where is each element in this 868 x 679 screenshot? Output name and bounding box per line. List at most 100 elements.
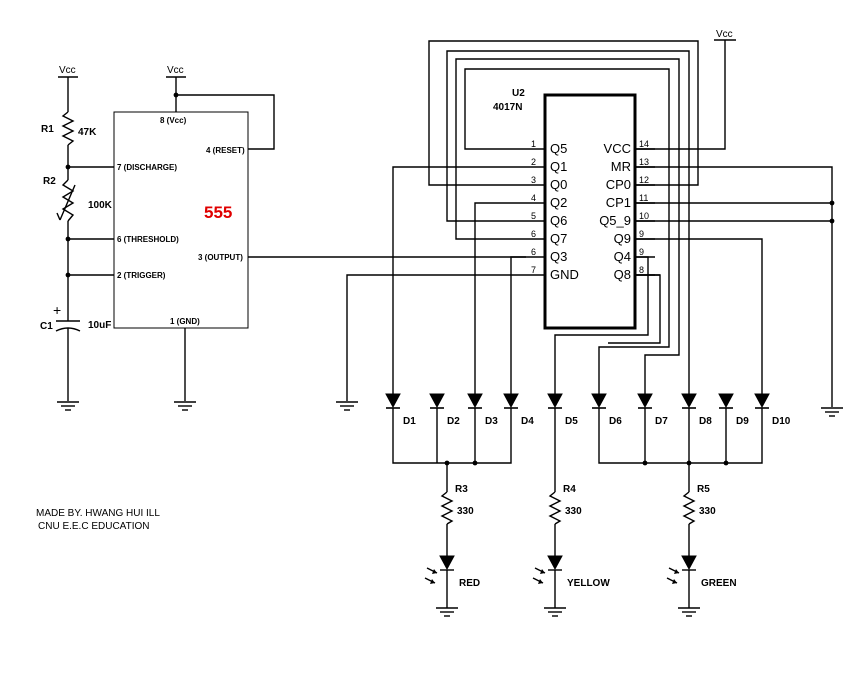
light-arrows-icon (424, 567, 438, 585)
counter-left-pin-num: 6 (531, 247, 536, 257)
counter-right-pin-num: 10 (639, 211, 649, 221)
led-green (681, 555, 697, 571)
r2-value: 100K (88, 200, 113, 211)
resistor-value: 330 (457, 506, 474, 517)
diode-label: D4 (521, 416, 534, 427)
counter-right-pin-name: CP0 (606, 177, 631, 192)
led-red (439, 555, 455, 571)
diode-label: D8 (699, 416, 712, 427)
counter-left-pin-num: 6 (531, 229, 536, 239)
diode-7 (637, 393, 653, 409)
counter-left-pin-num: 7 (531, 265, 536, 275)
counter-ref: U2 (512, 88, 525, 99)
counter-left-pin-name: Q5 (550, 141, 567, 156)
counter-left-pin-name: Q6 (550, 213, 567, 228)
diode-label: D5 (565, 416, 578, 427)
diode-10 (754, 393, 770, 409)
counter-right-pin-name: Q5_9 (599, 213, 631, 228)
counter-right-pin-name: Q4 (614, 249, 631, 264)
light-arrows-icon (532, 567, 546, 585)
led-yellow (547, 555, 563, 571)
ground-symbol (435, 607, 459, 617)
diode-2 (429, 393, 445, 409)
counter-right-pin-name: CP1 (606, 195, 631, 210)
counter-right-pin-num: 13 (639, 157, 649, 167)
counter-left-pin-name: Q7 (550, 231, 567, 246)
vcc-label-1: Vcc (59, 65, 76, 76)
counter-4017-chip (543, 93, 637, 330)
timer-name: 555 (204, 203, 232, 222)
r1-resistor (61, 111, 75, 146)
counter-right-pin-num: 14 (639, 139, 649, 149)
c1-value: 10uF (88, 320, 111, 331)
timer-pin-gnd: 1 (GND) (170, 317, 200, 326)
r1-value: 47K (78, 127, 97, 138)
counter-left-pin-name: Q3 (550, 249, 567, 264)
diode-4 (503, 393, 519, 409)
diode-8 (681, 393, 697, 409)
counter-right-pin-num: 12 (639, 175, 649, 185)
counter-right-pin-num: 8 (639, 265, 644, 275)
resistor (682, 491, 696, 525)
counter-left-pin-num: 5 (531, 211, 536, 221)
credit-line-1: MADE BY. HWANG HUI ILL (36, 508, 160, 519)
ground-symbol (543, 607, 567, 617)
timer-pin-trigger: 2 (TRIGGER) (117, 271, 166, 280)
diode-label: D2 (447, 416, 460, 427)
timer-pin-threshold: 6 (THRESHOLD) (117, 235, 179, 244)
counter-left-pin-num: 3 (531, 175, 536, 185)
diode-5 (547, 393, 563, 409)
timer-section: Vcc R1 47K R2 100K + C1 10uF Vcc (40, 65, 526, 411)
counter-right-pin-name: Q8 (614, 267, 631, 282)
resistor-ref: R5 (697, 484, 710, 495)
diode-label: D7 (655, 416, 668, 427)
diode-1 (385, 393, 401, 409)
c1-ref: C1 (40, 321, 53, 332)
resistor-value: 330 (699, 506, 716, 517)
led-label: RED (459, 578, 480, 589)
counter-left-pin-name: Q0 (550, 177, 567, 192)
vcc-label-2: Vcc (167, 65, 184, 76)
vcc-label-3: Vcc (716, 29, 733, 40)
timer-pin-reset: 4 (RESET) (206, 146, 245, 155)
resistor-ref: R4 (563, 484, 576, 495)
counter-part: 4017N (493, 102, 522, 113)
c1-polarity: + (53, 302, 61, 318)
counter-left-pin-num: 1 (531, 139, 536, 149)
counter-right-pin-name: VCC (604, 141, 631, 156)
diode-3 (467, 393, 483, 409)
timer-pin-discharge: 7 (DISCHARGE) (117, 163, 177, 172)
diode-label: D3 (485, 416, 498, 427)
timer-pin-output: 3 (OUTPUT) (198, 253, 243, 262)
counter-right-pin-num: 9 (639, 229, 644, 239)
diode-label: D10 (772, 416, 791, 427)
diode-label: D1 (403, 416, 416, 427)
timer-pin-vcc: 8 (Vcc) (160, 116, 187, 125)
led-label: YELLOW (567, 578, 610, 589)
resistor (440, 491, 454, 525)
resistor-value: 330 (565, 506, 582, 517)
counter-right-pin-name: MR (611, 159, 631, 174)
light-arrows-icon (666, 567, 680, 585)
resistor-ref: R3 (455, 484, 468, 495)
counter-right-pin-num: 9 (639, 247, 644, 257)
counter-right-pin-num: 11 (639, 193, 648, 203)
credit-line-2: CNU E.E.C EDUCATION (38, 521, 150, 532)
r1-ref: R1 (41, 124, 54, 135)
r2-ref: R2 (43, 176, 56, 187)
counter-left-pin-num: 4 (531, 193, 536, 203)
counter-left-pin-name: Q2 (550, 195, 567, 210)
diode-6 (591, 393, 607, 409)
counter-left-pin-name: Q1 (550, 159, 567, 174)
resistor (548, 491, 562, 525)
timer-555-chip (113, 111, 249, 329)
counter-left-pin-name: GND (550, 267, 579, 282)
led-label: GREEN (701, 578, 737, 589)
ground-symbol (677, 607, 701, 617)
